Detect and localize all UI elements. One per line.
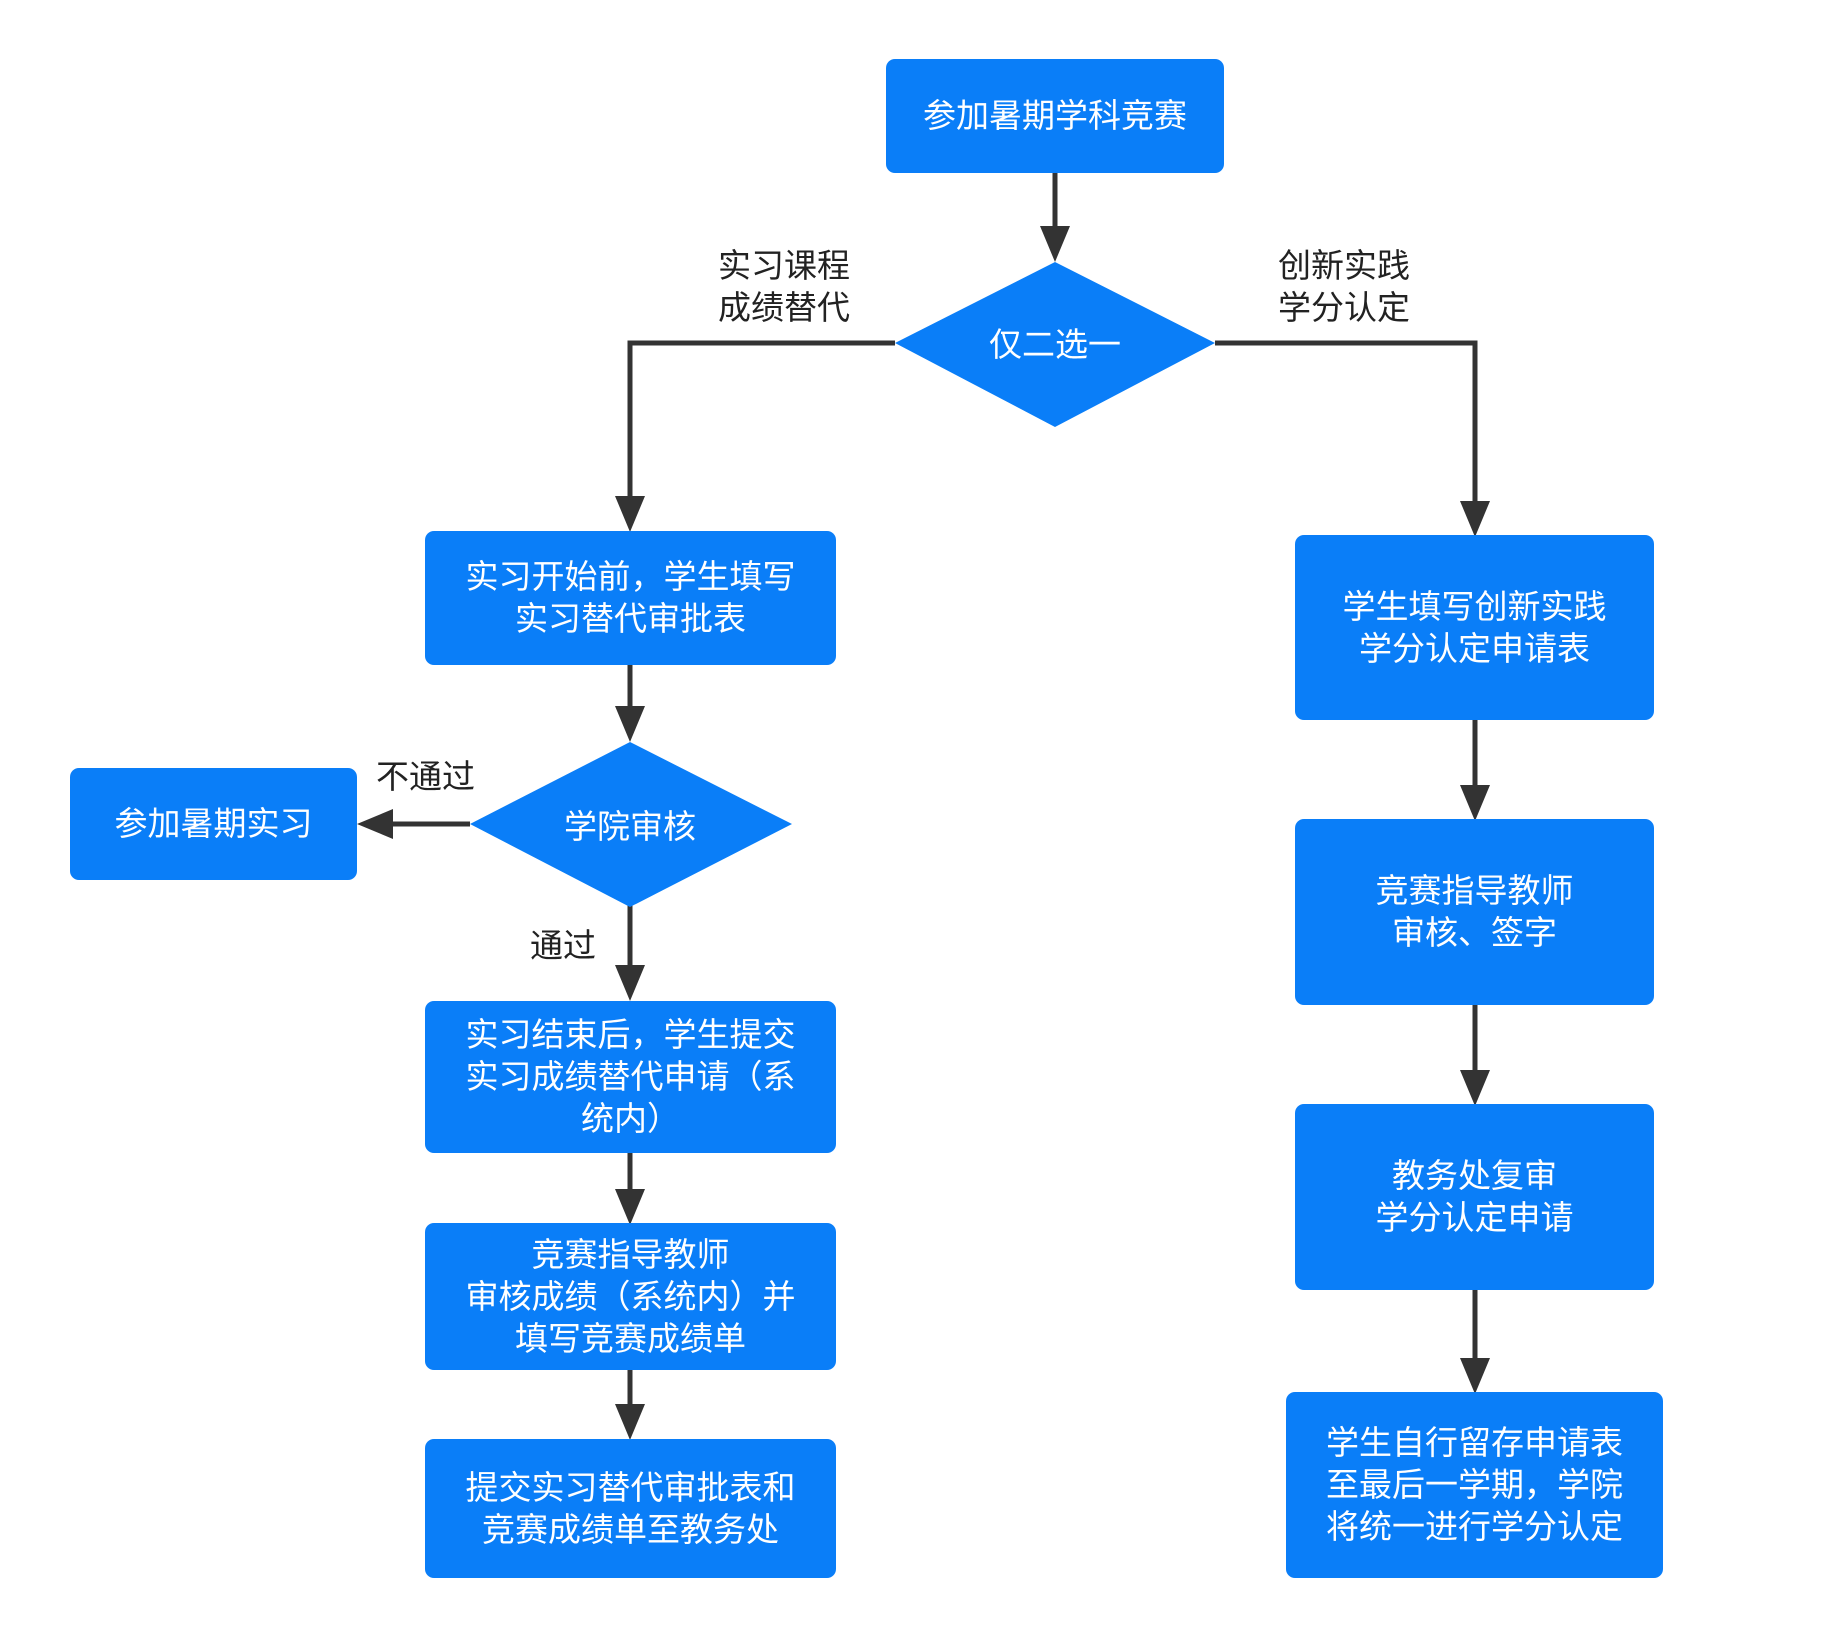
left-step-1-line: 实习开始前，学生填写 bbox=[465, 557, 796, 596]
arrowhead-right3-to-right4 bbox=[1460, 1358, 1490, 1394]
arrowhead-left3-to-left4 bbox=[615, 1404, 645, 1440]
right-step-2: 竞赛指导教师 审核、签字 bbox=[1295, 819, 1654, 1005]
right-step-3-line: 教务处复审 bbox=[1392, 1156, 1557, 1195]
left-step-2-line: 实习成绩替代申请（系 bbox=[465, 1057, 796, 1096]
right-step-3: 教务处复审 学分认定申请 bbox=[1295, 1104, 1654, 1290]
right-step-4-line: 学生自行留存申请表 bbox=[1326, 1423, 1623, 1462]
left-step-1-line: 实习替代审批表 bbox=[515, 599, 746, 638]
right-step-1: 学生填写创新实践 学分认定申请表 bbox=[1295, 535, 1654, 720]
right-branch-label: 创新实践 学分认定 bbox=[1278, 245, 1410, 329]
left-step-2: 实习结束后，学生提交 实习成绩替代申请（系 统内） bbox=[425, 1001, 836, 1153]
left-step-4-line: 提交实习替代审批表和 bbox=[465, 1467, 796, 1507]
start-node-text: 参加暑期学科竞赛 bbox=[923, 96, 1187, 135]
arrowhead-review-to-left2 bbox=[615, 965, 645, 1001]
left-step-3-line: 填写竞赛成绩单 bbox=[515, 1318, 746, 1358]
fail-node: 参加暑期实习 bbox=[70, 768, 357, 880]
arrow-choose-to-right bbox=[1215, 340, 1478, 528]
right-step-1-line: 学生填写创新实践 bbox=[1342, 586, 1607, 626]
pass-label: 通过 bbox=[530, 926, 596, 965]
left-branch-label-line: 成绩替代 bbox=[718, 288, 850, 327]
left-branch-label: 实习课程 成绩替代 bbox=[718, 245, 850, 329]
arrowhead-right1-to-right2 bbox=[1460, 785, 1490, 821]
left-branch-label-line: 实习课程 bbox=[718, 246, 850, 285]
arrowhead-choose-to-right bbox=[1460, 501, 1490, 537]
arrow-choose-to-left bbox=[627, 340, 895, 523]
right-step-1-line: 学分认定申请表 bbox=[1359, 628, 1590, 668]
left-step-4-line: 竞赛成绩单至教务处 bbox=[482, 1509, 779, 1549]
right-step-2-line: 审核、签字 bbox=[1392, 913, 1557, 952]
right-branch-label-line: 创新实践 bbox=[1278, 246, 1410, 285]
choose-diamond-text: 仅二选一 bbox=[989, 325, 1121, 364]
arrowhead-start-to-choose bbox=[1040, 226, 1070, 262]
arrowhead-right2-to-right3 bbox=[1460, 1070, 1490, 1106]
right-step-2-line: 竞赛指导教师 bbox=[1375, 871, 1574, 910]
left-step-4: 提交实习替代审批表和 竞赛成绩单至教务处 bbox=[425, 1439, 836, 1578]
left-step-3-line: 审核成绩（系统内）并 bbox=[465, 1276, 796, 1316]
left-step-1: 实习开始前，学生填写 实习替代审批表 bbox=[425, 531, 836, 665]
choose-diamond bbox=[895, 262, 1215, 427]
left-step-3-line: 竞赛指导教师 bbox=[531, 1234, 730, 1274]
right-step-4-line: 至最后一学期，学院 bbox=[1326, 1465, 1623, 1504]
review-diamond-text: 学院审核 bbox=[564, 807, 696, 846]
right-step-4-line: 将统一进行学分认定 bbox=[1326, 1507, 1623, 1546]
arrowhead-choose-to-left bbox=[615, 496, 645, 532]
review-diamond bbox=[470, 742, 792, 907]
fail-label: 不通过 bbox=[376, 757, 475, 796]
right-branch-label-line: 学分认定 bbox=[1278, 288, 1410, 327]
arrowhead-review-to-fail bbox=[357, 809, 393, 839]
left-step-3: 竞赛指导教师 审核成绩（系统内）并 填写竞赛成绩单 bbox=[425, 1223, 836, 1370]
start-node: 参加暑期学科竞赛 bbox=[886, 59, 1224, 173]
left-step-2-line: 实习结束后，学生提交 bbox=[465, 1015, 796, 1054]
arrowhead-left1-to-review bbox=[615, 706, 645, 742]
fail-node-text: 参加暑期实习 bbox=[114, 804, 313, 843]
left-step-2-line: 统内） bbox=[581, 1099, 680, 1138]
arrowhead-left2-to-left3 bbox=[615, 1189, 645, 1225]
right-step-4: 学生自行留存申请表 至最后一学期，学院 将统一进行学分认定 bbox=[1286, 1392, 1663, 1578]
right-step-3-line: 学分认定申请 bbox=[1375, 1198, 1574, 1237]
